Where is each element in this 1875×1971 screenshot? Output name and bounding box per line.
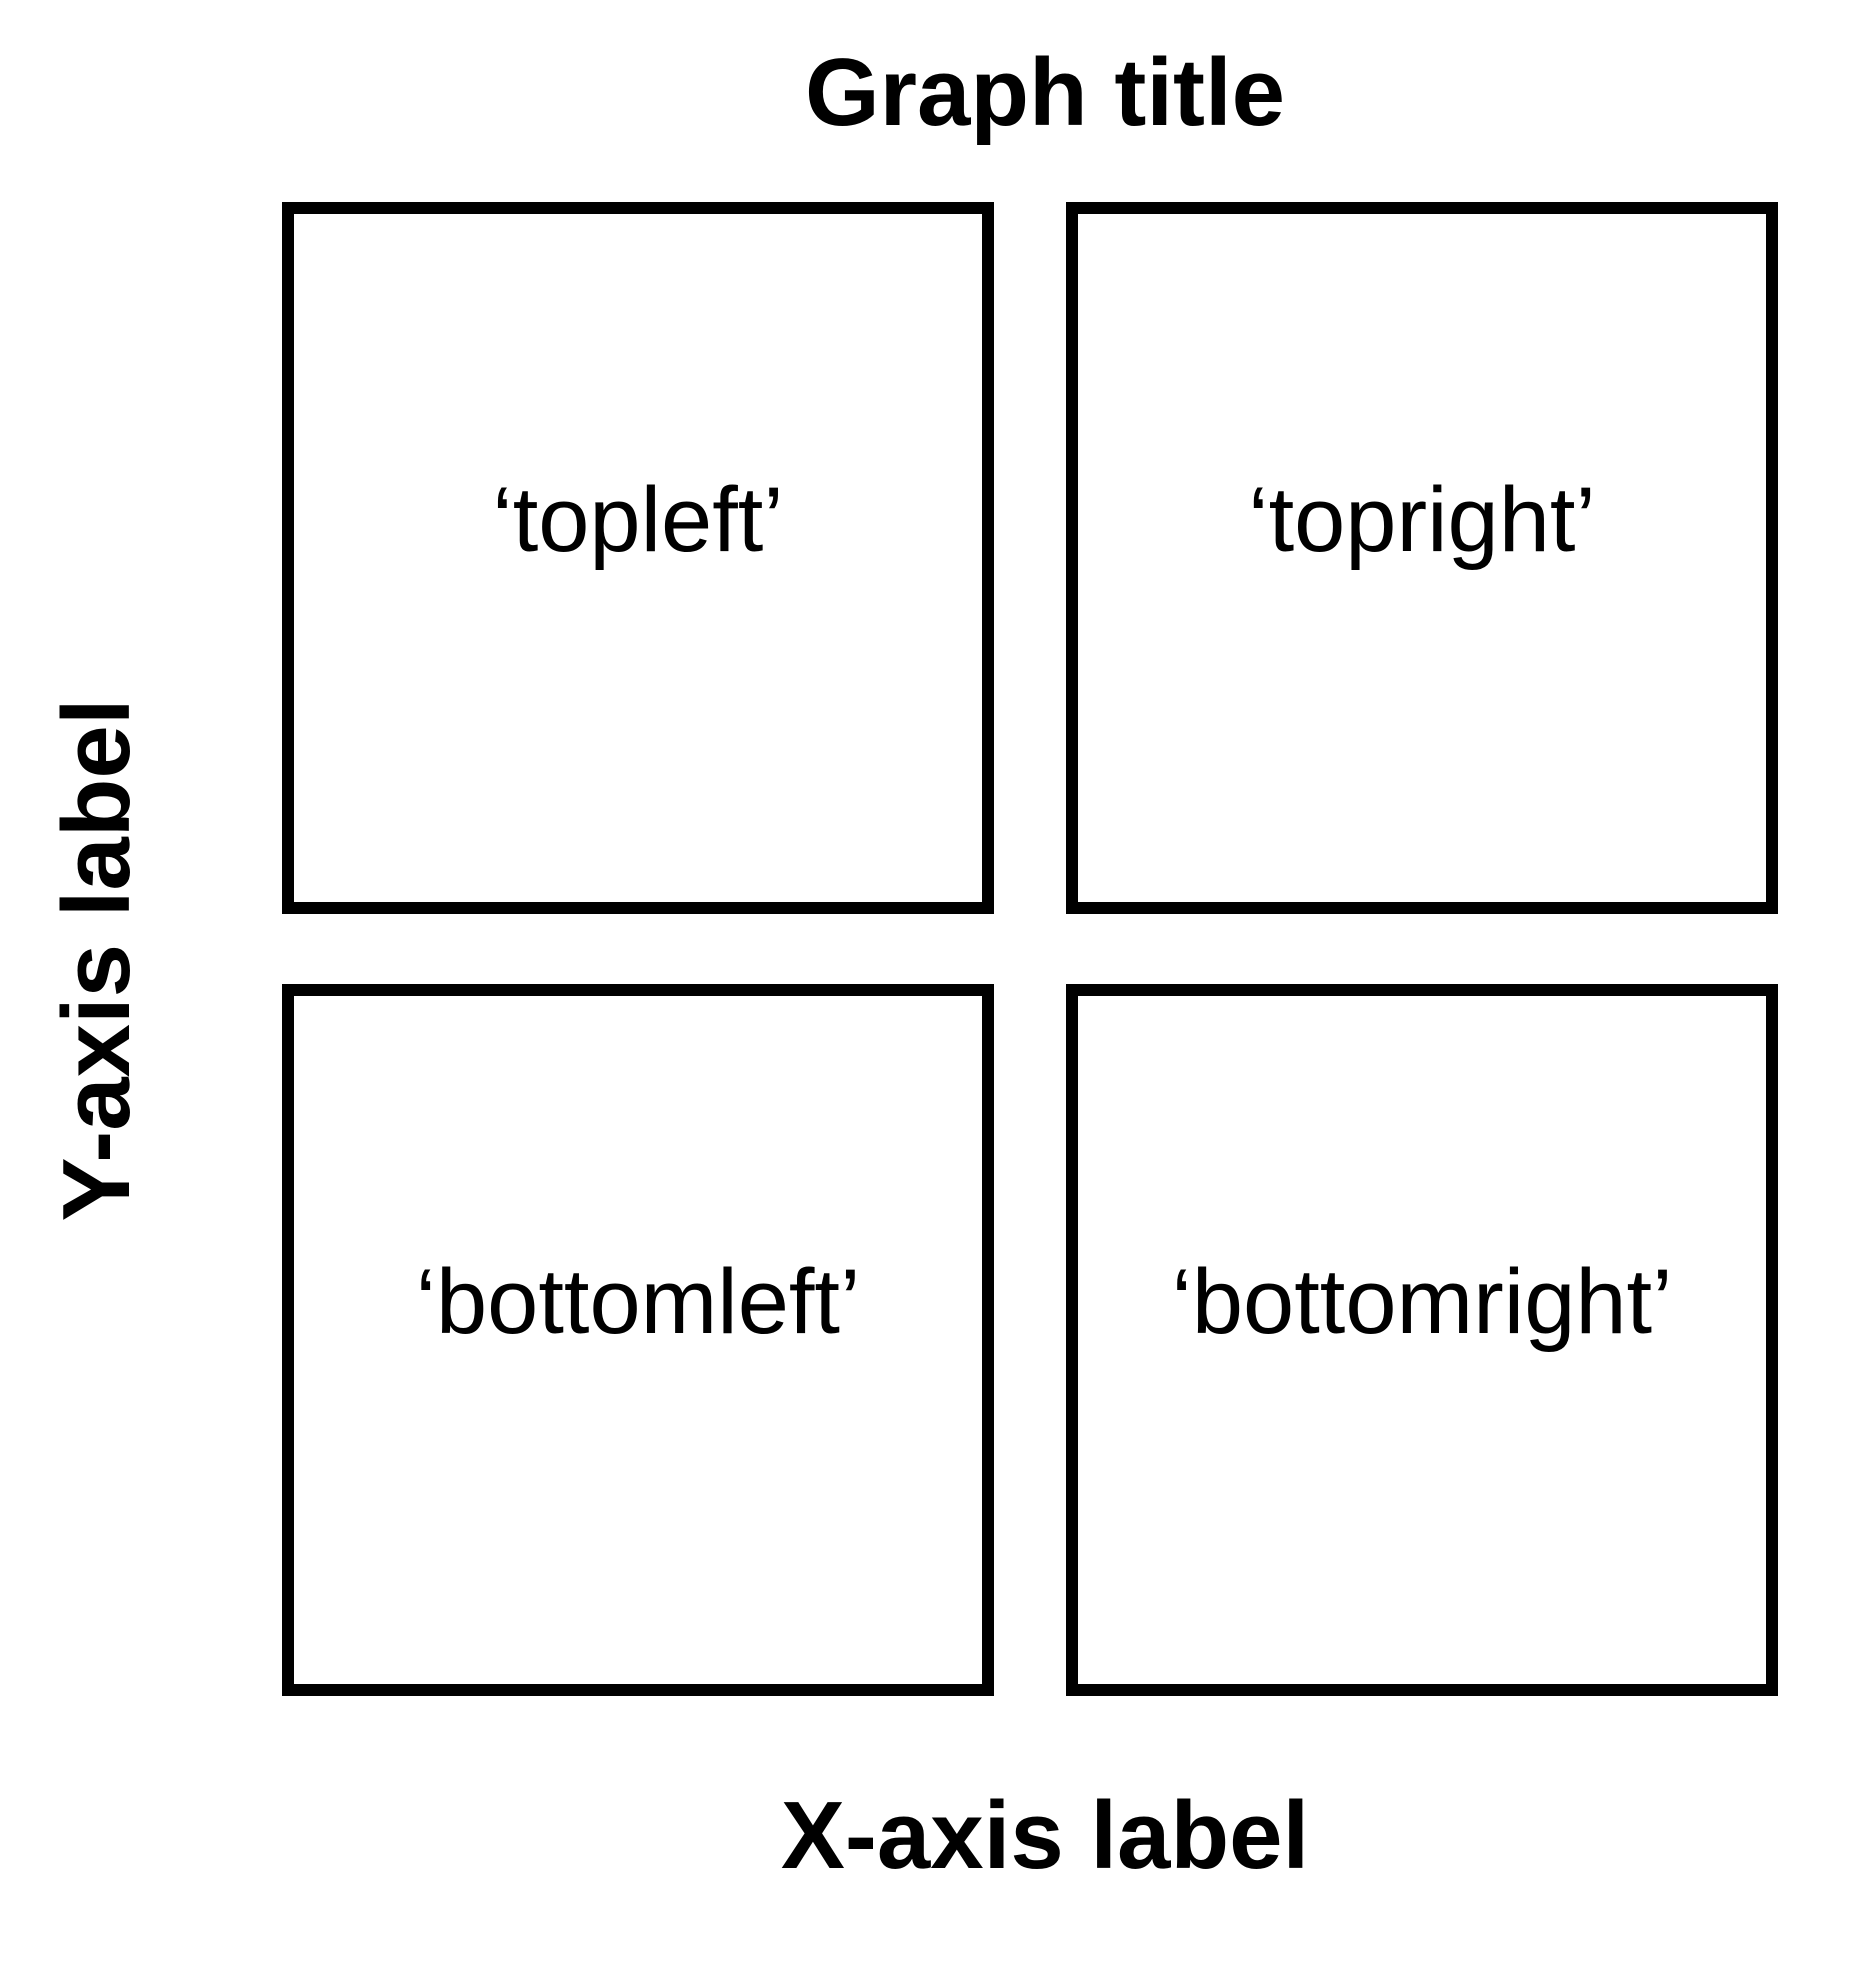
panel-topleft: ‘topleft’ (282, 202, 994, 914)
panel-topright: ‘topright’ (1066, 202, 1778, 914)
panel-bottomleft: ‘bottomleft’ (282, 984, 994, 1696)
panel-topright-label: ‘topright’ (1248, 469, 1596, 571)
panel-bottomright: ‘bottomright’ (1066, 984, 1778, 1696)
panel-topleft-label: ‘topleft’ (492, 469, 784, 571)
y-axis-label: Y-axis label (43, 698, 150, 1222)
graph-title: Graph title (804, 39, 1286, 146)
panel-bottomright-label: ‘bottomright’ (1171, 1251, 1673, 1353)
x-axis-label: X-axis label (780, 1782, 1310, 1889)
panel-bottomleft-label: ‘bottomleft’ (415, 1251, 861, 1353)
